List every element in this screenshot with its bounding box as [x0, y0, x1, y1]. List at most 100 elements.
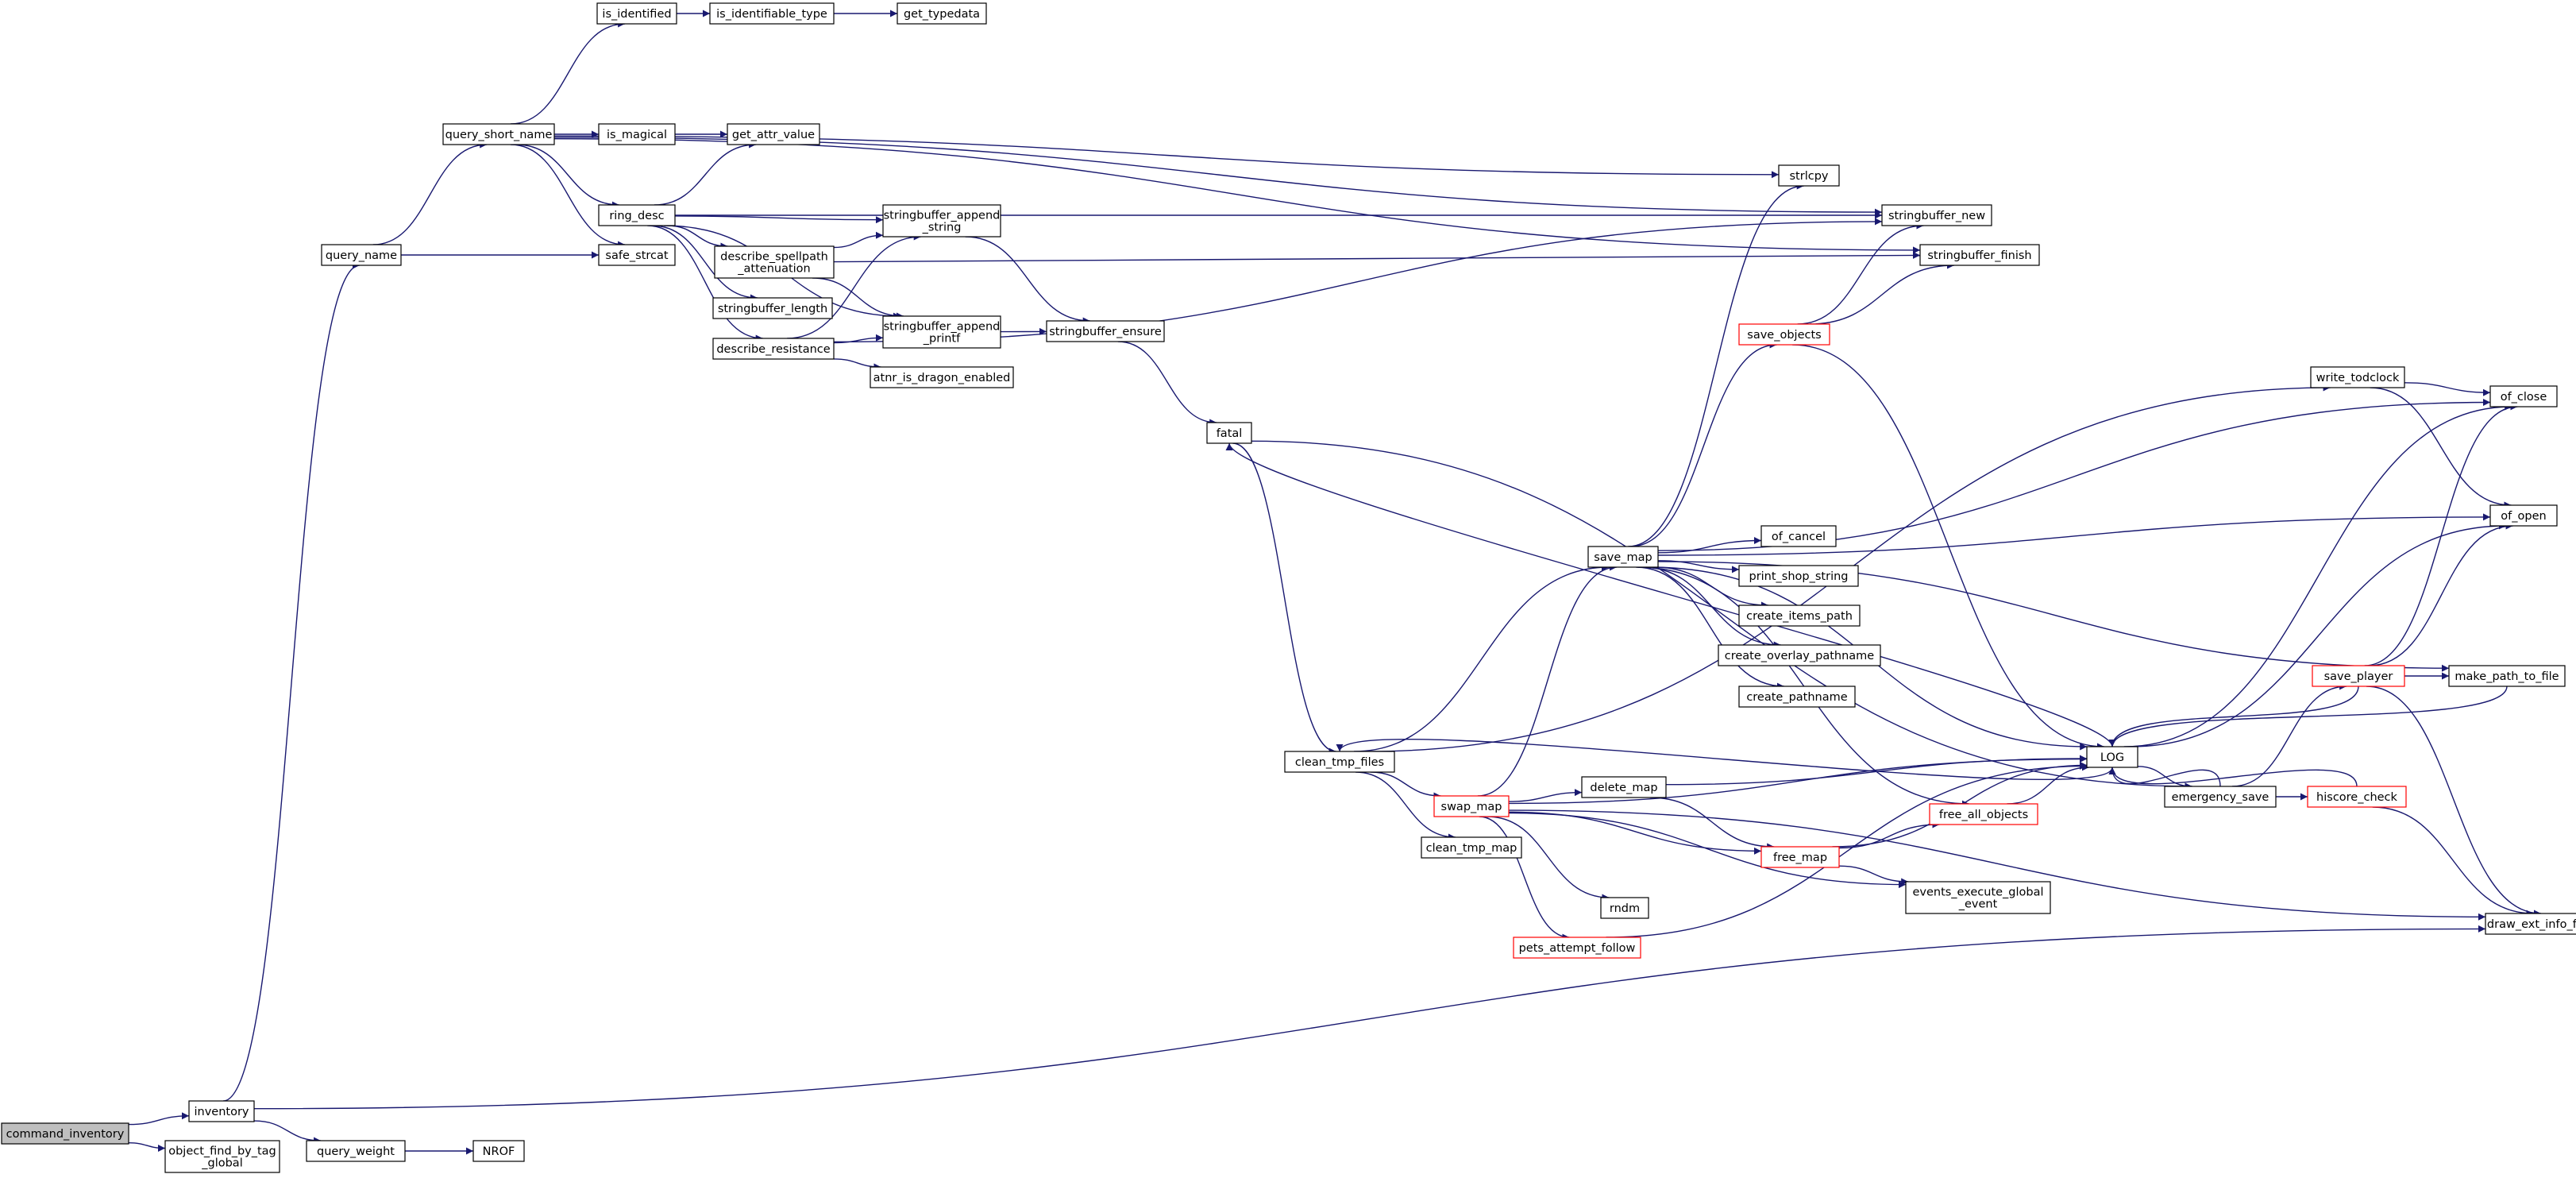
node-box-query_weight[interactable] — [306, 1140, 406, 1162]
node-create_items_path[interactable]: create_items_path — [1738, 604, 1861, 627]
node-box-fatal[interactable] — [1206, 422, 1252, 444]
node-clean_tmp_files[interactable]: clean_tmp_files — [1284, 751, 1395, 773]
node-emergency_save[interactable]: emergency_save — [2164, 786, 2277, 808]
node-rndm[interactable]: rndm — [1600, 897, 1649, 919]
node-swap_map[interactable]: swap_map — [1433, 795, 1510, 817]
node-query_short_name[interactable]: query_short_name — [442, 123, 555, 145]
node-box-swap_map[interactable] — [1433, 795, 1510, 817]
node-box-query_name[interactable] — [321, 244, 402, 266]
node-box-create_items_path[interactable] — [1738, 604, 1861, 627]
node-box-draw_ext_info_format[interactable] — [2485, 913, 2576, 935]
node-box-save_objects[interactable] — [1738, 323, 1830, 346]
node-NROF[interactable]: NROF — [472, 1140, 525, 1162]
node-box-safe_strcat[interactable] — [598, 244, 676, 266]
node-describe_resistance[interactable]: describe_resistance — [712, 338, 835, 360]
node-box-of_open[interactable] — [2489, 504, 2558, 527]
node-box-print_shop_string[interactable] — [1738, 565, 1859, 587]
node-free_map[interactable]: free_map — [1760, 846, 1840, 868]
node-get_attr_value[interactable]: get_attr_value — [727, 123, 820, 145]
node-create_overlay_pathname[interactable]: create_overlay_pathname — [1718, 644, 1881, 666]
node-box-of_close[interactable] — [2489, 385, 2558, 407]
node-box-save_map[interactable] — [1587, 546, 1659, 568]
node-box-stringbuffer_append_string[interactable] — [882, 204, 1001, 238]
node-box-stringbuffer_finish[interactable] — [1919, 244, 2040, 266]
node-print_shop_string[interactable]: print_shop_string — [1738, 565, 1859, 587]
node-stringbuffer_length[interactable]: stringbuffer_length — [712, 297, 833, 319]
node-make_path_to_file[interactable]: make_path_to_file — [2448, 665, 2566, 687]
node-box-NROF[interactable] — [472, 1140, 525, 1162]
node-box-of_cancel[interactable] — [1760, 525, 1837, 547]
node-hiscore_check[interactable]: hiscore_check — [2307, 786, 2407, 808]
node-stringbuffer_finish[interactable]: stringbuffer_finish — [1919, 244, 2040, 266]
node-LOG[interactable]: LOG — [2086, 746, 2138, 768]
node-box-stringbuffer_new[interactable] — [1881, 204, 1992, 226]
node-box-free_map[interactable] — [1760, 846, 1840, 868]
node-box-clean_tmp_files[interactable] — [1284, 751, 1395, 773]
node-query_weight[interactable]: query_weight — [306, 1140, 406, 1162]
node-box-events_execute_global_event[interactable] — [1905, 881, 2051, 914]
node-create_pathname[interactable]: create_pathname — [1738, 686, 1856, 708]
node-box-is_identified[interactable] — [596, 2, 677, 25]
node-stringbuffer_new[interactable]: stringbuffer_new — [1881, 204, 1992, 226]
node-box-atnr_is_dragon_enabled[interactable] — [870, 366, 1014, 388]
node-box-pets_attempt_follow[interactable] — [1513, 937, 1641, 959]
node-box-object_find_by_tag_global[interactable] — [164, 1140, 280, 1173]
node-save_objects[interactable]: save_objects — [1738, 323, 1830, 346]
node-atnr_is_dragon_enabled[interactable]: atnr_is_dragon_enabled — [870, 366, 1014, 388]
node-box-query_short_name[interactable] — [442, 123, 555, 145]
node-of_cancel[interactable]: of_cancel — [1760, 525, 1837, 547]
node-box-inventory[interactable] — [188, 1100, 255, 1122]
node-describe_spellpath_attenuation[interactable]: describe_spellpath_attenuation — [714, 245, 835, 279]
node-box-is_magical[interactable] — [598, 123, 676, 145]
node-save_map[interactable]: save_map — [1587, 546, 1659, 568]
node-box-write_todclock[interactable] — [2310, 366, 2405, 388]
node-box-save_player[interactable] — [2312, 665, 2405, 687]
node-events_execute_global_event[interactable]: events_execute_global_event — [1905, 881, 2051, 914]
node-query_name[interactable]: query_name — [321, 244, 402, 266]
node-box-ring_desc[interactable] — [598, 204, 676, 226]
node-box-stringbuffer_length[interactable] — [712, 297, 833, 319]
node-box-stringbuffer_ensure[interactable] — [1046, 320, 1165, 342]
node-stringbuffer_ensure[interactable]: stringbuffer_ensure — [1046, 320, 1165, 342]
node-strlcpy[interactable]: strlcpy — [1778, 164, 1840, 187]
node-box-get_attr_value[interactable] — [727, 123, 820, 145]
node-object_find_by_tag_global[interactable]: object_find_by_tag_global — [164, 1140, 280, 1173]
node-box-free_all_objects[interactable] — [1929, 803, 2038, 825]
node-box-emergency_save[interactable] — [2164, 786, 2277, 808]
node-box-create_overlay_pathname[interactable] — [1718, 644, 1881, 666]
node-box-describe_spellpath_attenuation[interactable] — [714, 245, 835, 279]
node-box-rndm[interactable] — [1600, 897, 1649, 919]
node-write_todclock[interactable]: write_todclock — [2310, 366, 2405, 388]
node-of_close[interactable]: of_close — [2489, 385, 2558, 407]
node-box-clean_tmp_map[interactable] — [1421, 836, 1522, 859]
node-is_identified[interactable]: is_identified — [596, 2, 677, 25]
node-box-delete_map[interactable] — [1581, 776, 1667, 798]
node-box-LOG[interactable] — [2086, 746, 2138, 768]
node-box-make_path_to_file[interactable] — [2448, 665, 2566, 687]
node-free_all_objects[interactable]: free_all_objects — [1929, 803, 2038, 825]
node-draw_ext_info_format[interactable]: draw_ext_info_format — [2485, 913, 2576, 935]
node-box-command_inventory[interactable] — [1, 1122, 129, 1145]
node-box-strlcpy[interactable] — [1778, 164, 1840, 187]
node-box-get_typedata[interactable] — [897, 2, 987, 25]
node-save_player[interactable]: save_player — [2312, 665, 2405, 687]
node-of_open[interactable]: of_open — [2489, 504, 2558, 527]
node-fatal[interactable]: fatal — [1206, 422, 1252, 444]
node-box-hiscore_check[interactable] — [2307, 786, 2407, 808]
node-box-describe_resistance[interactable] — [712, 338, 835, 360]
node-get_typedata[interactable]: get_typedata — [897, 2, 987, 25]
node-box-is_identifiable_type[interactable] — [709, 2, 835, 25]
node-command_inventory[interactable]: command_inventory — [1, 1122, 129, 1145]
node-safe_strcat[interactable]: safe_strcat — [598, 244, 676, 266]
node-stringbuffer_append_string[interactable]: stringbuffer_append_string — [882, 204, 1001, 238]
node-box-stringbuffer_append_printf[interactable] — [882, 315, 1001, 349]
node-delete_map[interactable]: delete_map — [1581, 776, 1667, 798]
node-ring_desc[interactable]: ring_desc — [598, 204, 676, 226]
node-stringbuffer_append_printf[interactable]: stringbuffer_append_printf — [882, 315, 1001, 349]
node-inventory[interactable]: inventory — [188, 1100, 255, 1122]
node-clean_tmp_map[interactable]: clean_tmp_map — [1421, 836, 1522, 859]
node-is_magical[interactable]: is_magical — [598, 123, 676, 145]
node-is_identifiable_type[interactable]: is_identifiable_type — [709, 2, 835, 25]
node-pets_attempt_follow[interactable]: pets_attempt_follow — [1513, 937, 1641, 959]
node-box-create_pathname[interactable] — [1738, 686, 1856, 708]
